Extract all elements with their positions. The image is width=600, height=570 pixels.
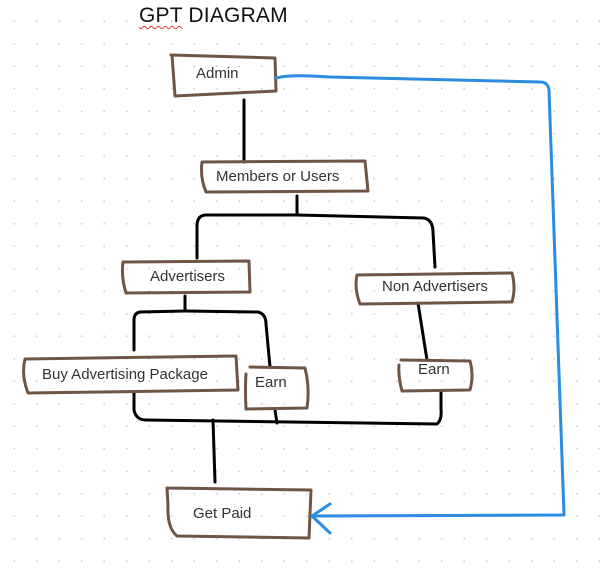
- advertisers-box: [120, 259, 252, 295]
- edge-split-non-advertisers: [295, 213, 437, 269]
- edge-non-advertisers-earn: [416, 301, 429, 362]
- arrow-head-icon: [310, 502, 332, 535]
- edge-merge-getpaid: [211, 418, 217, 484]
- title-rest: DIAGRAM: [182, 4, 288, 27]
- earn-non-advertisers-box: [397, 358, 474, 393]
- node-members-or-users: Members or Users: [216, 168, 340, 185]
- diagram-title: GPT DIAGRAM: [139, 4, 288, 28]
- node-non-advertisers: Non Advertisers: [382, 278, 488, 295]
- earn-advertisers-box: [244, 365, 310, 411]
- edge-advertisers-buy: [132, 309, 187, 352]
- node-get-paid: Get Paid: [193, 505, 252, 522]
- edge-buy-merge: [132, 389, 443, 426]
- node-earn-non-advertisers: Earn: [418, 361, 450, 378]
- edge-earn-merge: [273, 408, 279, 425]
- node-earn-advertisers: Earn: [255, 374, 287, 391]
- node-advertisers: Advertisers: [150, 268, 226, 285]
- title-misspelled-word: GPT: [139, 4, 183, 27]
- edge-split-advertisers: [195, 213, 299, 260]
- non-advertisers-box: [354, 271, 516, 306]
- admin-box: [169, 53, 278, 98]
- members-box: [200, 159, 370, 194]
- feedback-arrow-line: [274, 74, 566, 518]
- node-buy-advertising-package: Buy Advertising Package: [42, 366, 208, 383]
- get-paid-box: [165, 486, 313, 540]
- buy-package-box: [22, 354, 240, 395]
- edge-advertisers-earn: [183, 309, 272, 369]
- node-admin: Admin: [196, 65, 239, 82]
